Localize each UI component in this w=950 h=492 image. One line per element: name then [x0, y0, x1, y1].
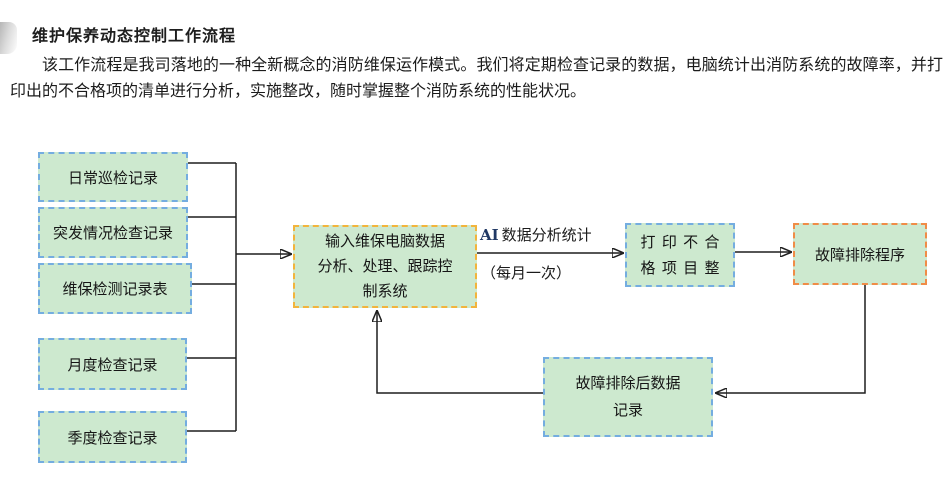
node-troubleshooting-procedure: 故障排除程序 [793, 223, 927, 285]
node-maintenance-test-record: 维保检测记录表 [38, 263, 192, 314]
node-label-line: 分析、处理、跟踪控 [317, 257, 453, 275]
node-label: 维保检测记录表 [62, 280, 168, 298]
node-daily-inspection-record: 日常巡检记录 [38, 152, 188, 202]
node-label-line: 记录 [612, 401, 643, 419]
node-label-line: 输入维保电脑数据 [324, 232, 445, 250]
node-label: 故障排除程序 [814, 245, 905, 264]
page-title: 维护保养动态控制工作流程 [32, 26, 237, 45]
node-label: 季度检查记录 [67, 428, 158, 447]
node-quarterly-check-record: 季度检查记录 [38, 411, 187, 463]
node-label-line: 打印不合 [640, 233, 726, 251]
node-monthly-check-record: 月度检查记录 [38, 338, 187, 390]
arrow-feedback-to-input [377, 312, 543, 394]
node-emergency-check-record: 突发情况检查记录 [38, 207, 188, 258]
node-input-maintenance-computer-system: 输入维保电脑数据 分析、处理、跟踪控 制系统 [293, 225, 477, 308]
node-label: 日常巡检记录 [67, 168, 158, 187]
edge-label-monthly-frequency: （每月一次） [481, 264, 572, 282]
node-label-line: 制系统 [362, 282, 408, 300]
arrow-to-record-after [717, 285, 866, 393]
corner-smudge-decoration [0, 22, 17, 54]
node-label-line: 格项目整 [640, 259, 726, 277]
node-label: 月度检查记录 [67, 355, 158, 374]
ai-analysis-text: 数据分析统计 [501, 226, 592, 244]
node-print-nonconforming-items: 打印不合 格项目整 [625, 223, 735, 287]
node-label: 突发情况检查记录 [52, 224, 173, 242]
node-post-troubleshooting-data-record: 故障排除后数据 记录 [543, 357, 713, 437]
ai-prefix-text: AI [480, 226, 499, 244]
intro-paragraph: 该工作流程是我司落地的一种全新概念的消防维保运作模式。我们将定期检查记录的数据，… [10, 55, 943, 100]
node-label-line: 故障排除后数据 [575, 374, 681, 392]
